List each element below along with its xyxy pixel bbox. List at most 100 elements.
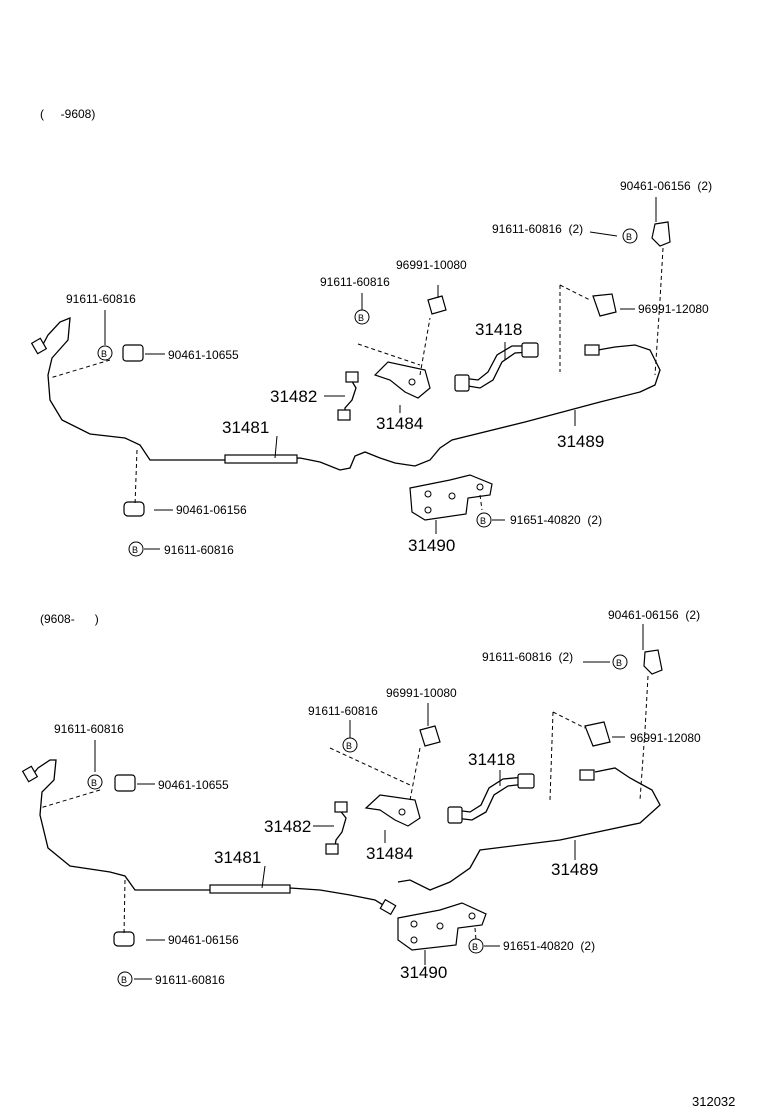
bracket-31490-hole-3: [410, 936, 418, 944]
hose-31418[interactable]: [454, 783, 526, 821]
clip-96991-12080[interactable]: [592, 293, 617, 317]
clip-90461-06156-bottom[interactable]: [123, 501, 145, 517]
label-91611-60816-2: 91611-60816 (2): [492, 222, 583, 236]
svg-text:B: B: [121, 975, 127, 985]
label-91611-60816-bottom: 91611-60816: [164, 543, 234, 557]
tube-sleeve-31481: [209, 884, 291, 894]
bolt-symbols-2: B B B B B: [87, 654, 628, 987]
part-31490: 31490: [408, 536, 455, 555]
label-96991-12080: 96991-12080: [638, 302, 709, 316]
part-31481: 31481: [214, 848, 261, 867]
label-91651-40820-2: 91651-40820 (2): [510, 513, 602, 527]
bolt-icon: [97, 345, 113, 361]
part-31418: 31418: [475, 320, 522, 339]
dash-lines-1: [49, 247, 664, 511]
svg-text:B: B: [472, 942, 478, 952]
svg-text:B: B: [132, 545, 138, 555]
part-31484: 31484: [366, 844, 413, 863]
tube-fitting-left: [21, 765, 39, 783]
leaders-1: [104, 197, 657, 550]
label-91611-60816-2: 91611-60816 (2): [482, 650, 573, 664]
bracket-31490-hole-2: [436, 922, 444, 930]
bolt-icon: [622, 228, 638, 244]
brake-tube-31481[interactable]: [29, 759, 389, 909]
svg-text:B: B: [101, 349, 107, 359]
label-96991-12080: 96991-12080: [630, 731, 701, 745]
clip-90461-06156-bottom[interactable]: [113, 931, 135, 947]
hose-31418[interactable]: [461, 351, 531, 389]
range-label-1: ( -9608): [40, 107, 95, 121]
label-96991-10080: 96991-10080: [386, 686, 457, 700]
bolt-icon: [87, 774, 103, 790]
hose-fitting-31418-b: [517, 773, 535, 789]
svg-text:B: B: [358, 313, 364, 323]
brake-tube-31481[interactable]: [39, 317, 661, 471]
dash-lines-2: [39, 675, 649, 941]
bracket-31490-hole-2: [448, 492, 456, 500]
tube-fitting-31481: [379, 898, 397, 916]
svg-text:B: B: [616, 658, 622, 668]
clip-90461-06156-top[interactable]: [643, 649, 663, 675]
label-91611-60816-bottom: 91611-60816: [155, 973, 225, 987]
clip-90461-10655[interactable]: [114, 774, 136, 792]
hose-fitting-31482-a: [334, 801, 348, 813]
label-90461-10655: 90461-10655: [168, 348, 239, 362]
hose-fitting-31482-b: [337, 409, 351, 421]
tube-sleeve-31481: [224, 454, 298, 464]
part-31490: 31490: [400, 963, 447, 982]
tube-fitting-31489: [579, 769, 595, 781]
part-31484: 31484: [376, 414, 423, 433]
clip-90461-06156-top[interactable]: [651, 221, 671, 247]
bracket-31484[interactable]: [373, 361, 431, 399]
bracket-31484-hole: [408, 378, 416, 386]
clip-96991-10080[interactable]: [427, 295, 447, 315]
bolt-icon: [354, 309, 370, 325]
label-91611-60816-left: 91611-60816: [66, 292, 136, 306]
part-31489: 31489: [551, 860, 598, 879]
tube-fitting-left: [30, 337, 48, 355]
tube-fitting-31489: [584, 344, 600, 356]
clip-96991-12080[interactable]: [584, 721, 611, 747]
part-31481: 31481: [222, 418, 269, 437]
label-90461-06156: 90461-06156: [176, 503, 247, 517]
bolt-icon: [612, 654, 628, 670]
svg-text:B: B: [91, 778, 97, 788]
svg-text:B: B: [480, 516, 486, 526]
leaders-2: [94, 624, 644, 980]
hose-31418-edge: [461, 345, 530, 381]
part-31482: 31482: [264, 817, 311, 836]
svg-text:B: B: [626, 232, 632, 242]
clip-90461-10655[interactable]: [122, 344, 144, 362]
brake-tube-31489[interactable]: [397, 767, 661, 891]
bracket-31490-hole-1: [424, 490, 432, 498]
label-90461-06156: 90461-06156: [168, 933, 239, 947]
bolt-icon: [476, 512, 492, 528]
bolt-symbols-1: B B B B B: [97, 228, 638, 557]
hose-31418-edge: [454, 776, 526, 813]
bracket-31490-hole-4: [476, 483, 484, 491]
label-91611-60816-left: 91611-60816: [54, 722, 124, 736]
hose-fitting-31418-b: [521, 342, 539, 358]
label-90461-06156-2: 90461-06156 (2): [608, 608, 700, 622]
section-1: ( -9608): [30, 107, 712, 557]
bracket-31484[interactable]: [364, 794, 421, 827]
hose-fitting-31482-a: [345, 371, 359, 383]
label-91611-60816-mid: 91611-60816: [308, 704, 378, 718]
clip-96991-10080[interactable]: [419, 725, 441, 747]
bracket-31484-hole: [398, 808, 406, 816]
bolt-icon: [117, 971, 133, 987]
bracket-31490-hole-1: [410, 920, 418, 928]
label-96991-10080: 96991-10080: [396, 258, 467, 272]
hose-fitting-31482-b: [325, 843, 339, 855]
label-91611-60816-mid: 91611-60816: [320, 275, 390, 289]
part-31489: 31489: [557, 432, 604, 451]
bolt-icon: [468, 938, 484, 954]
section-2: (9608- ): [21, 608, 701, 987]
bracket-31490-hole-4: [468, 912, 476, 920]
bolt-icon: [128, 541, 144, 557]
range-label-2: (9608- ): [40, 612, 99, 626]
bracket-31490-hole-3: [424, 506, 432, 514]
label-91651-40820-2: 91651-40820 (2): [503, 939, 595, 953]
hose-fitting-31418-a: [447, 806, 463, 824]
